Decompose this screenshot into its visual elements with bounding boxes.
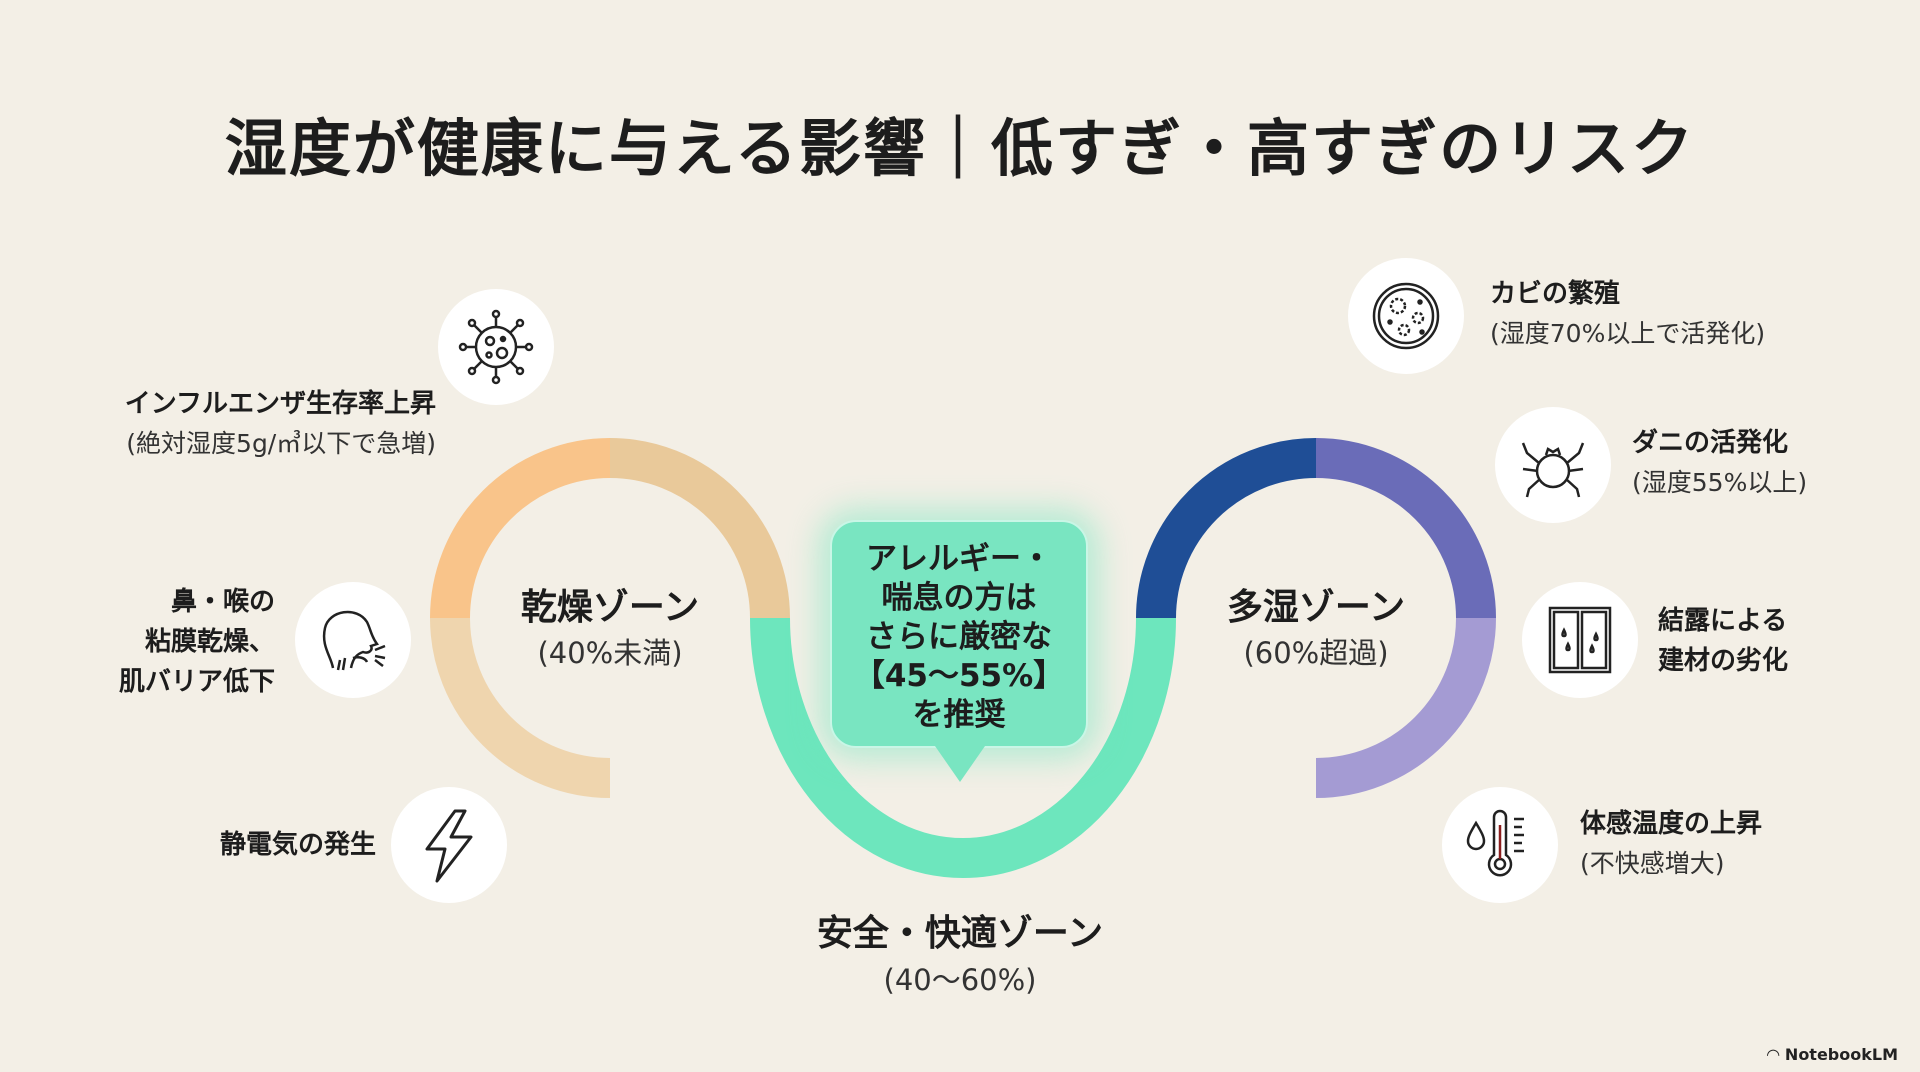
safe-arc: [750, 617, 1176, 878]
mold-risk-title: カビの繁殖: [1490, 279, 1621, 309]
callout-pointer: [935, 746, 985, 782]
humid-arc-top-right: [1315, 438, 1496, 619]
window-condensation-icon: [1522, 582, 1638, 698]
safe-zone-range: (40〜60%): [883, 963, 1037, 997]
callout-line: さらに厳密な: [866, 619, 1052, 655]
dry-arc-top-right: [609, 438, 790, 619]
dry-arc-top-left: [430, 438, 611, 619]
callout-line: を推奨: [912, 697, 1006, 733]
dry-arc-bottom-left: [430, 617, 611, 798]
humid-arc-bottom-right: [1315, 617, 1496, 798]
perceived-temperature-risk-title: 体感温度の上昇: [1580, 809, 1763, 839]
callout-line: アレルギー・: [866, 541, 1052, 577]
influenza-risk-detail: (絶対湿度5g/㎥以下で急増): [126, 429, 436, 458]
notebooklm-logo-icon: ◠: [1767, 1045, 1785, 1064]
lightning-icon: [391, 787, 507, 903]
thermometer-drop-icon: [1442, 787, 1558, 903]
mold-risk-detail: (湿度70%以上で活発化): [1490, 319, 1766, 348]
humid-zone-title: 多湿ゾーン: [1226, 587, 1406, 628]
allergy-recommendation-callout: アレルギー・ 喘息の方は さらに厳密な 【45〜55%】 を推奨: [830, 520, 1088, 748]
mite-risk-title: ダニの活発化: [1632, 428, 1789, 458]
mucosa-risk-line: 鼻・喉の: [170, 587, 275, 617]
face-breathing-icon: [295, 582, 411, 698]
dry-zone-title: 乾燥ゾーン: [520, 587, 700, 628]
static-electricity-risk-title: 静電気の発生: [219, 830, 376, 860]
influenza-risk-title: インフルエンザ生存率上昇: [124, 389, 436, 419]
virus-icon: [438, 289, 554, 405]
safe-zone-title: 安全・快適ゾーン: [816, 913, 1104, 954]
callout-line: 喘息の方は: [881, 580, 1037, 616]
mucosa-risk-line: 粘膜乾燥、: [144, 627, 275, 657]
mold-petri-dish-icon: [1348, 258, 1464, 374]
condensation-risk-line: 建材の劣化: [1658, 646, 1789, 676]
brand-label: NotebookLM: [1784, 1045, 1898, 1064]
humid-arc-top-left: [1136, 438, 1317, 619]
condensation-risk-line: 結露による: [1658, 606, 1788, 636]
notebooklm-brand: ◠ NotebookLM: [1767, 1045, 1898, 1064]
mucosa-risk-line: 肌バリア低下: [118, 667, 275, 697]
mite-risk-detail: (湿度55%以上): [1632, 468, 1808, 497]
mite-icon: [1495, 407, 1611, 523]
humid-zone-range: (60%超過): [1243, 636, 1389, 670]
dry-zone-range: (40%未満): [537, 636, 683, 670]
page-title: 湿度が健康に与える影響｜低すぎ・高すぎのリスク: [224, 112, 1696, 185]
callout-line: 【45〜55%】: [853, 658, 1065, 694]
perceived-temperature-risk-detail: (不快感増大): [1580, 849, 1725, 878]
